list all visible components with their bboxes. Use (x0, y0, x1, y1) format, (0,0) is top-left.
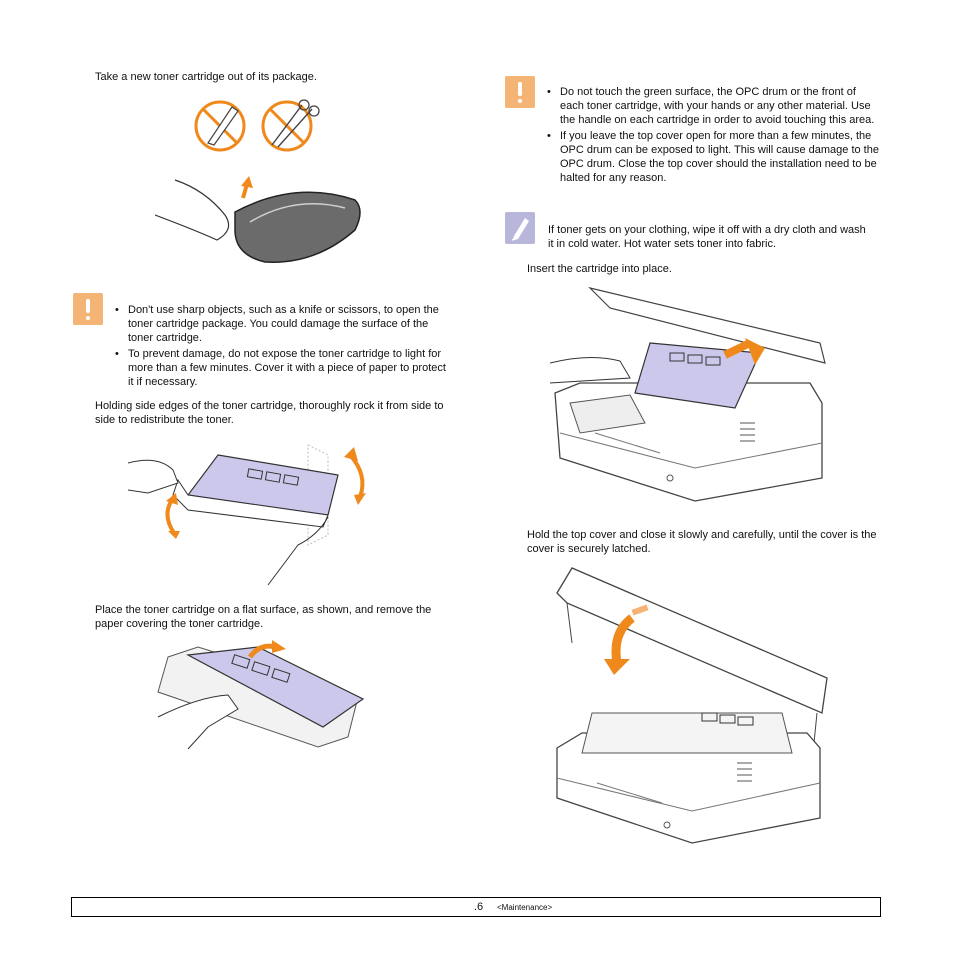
section-name: <Maintenance> (497, 903, 553, 912)
close-cover-illustration (556, 567, 828, 844)
caution-icon (73, 293, 103, 325)
insert-cartridge-illustration (550, 286, 826, 502)
step-flat-text: Place the toner cartridge on a flat surf… (95, 604, 432, 630)
step-insert-text: Insert the cartridge into place. (527, 263, 672, 275)
list-item: •Don't use sharp objects, such as a knif… (115, 304, 439, 344)
page-number: .6 (474, 901, 484, 913)
caution-list-left: •Don't use sharp objects, such as a knif… (115, 303, 447, 389)
step-close-text: Hold the top cover and close it slowly a… (527, 529, 877, 555)
step-unpack-text: Take a new toner cartridge out of its pa… (95, 71, 317, 83)
list-item: •To prevent damage, do not expose the to… (115, 348, 446, 388)
open-package-illustration (155, 176, 361, 263)
list-item: •Do not touch the green surface, the OPC… (547, 86, 875, 126)
note-text: If toner gets on your clothing, wipe it … (548, 224, 866, 250)
step-rock-text: Holding side edges of the toner cartridg… (95, 400, 444, 426)
no-sharp-tools-illustration (194, 99, 320, 152)
remove-paper-illustration (157, 640, 365, 750)
rock-cartridge-illustration (128, 444, 366, 586)
list-item: •If you leave the top cover open for mor… (547, 130, 879, 184)
page-footer: .6 <Maintenance> (71, 897, 881, 917)
caution-list-right: •Do not touch the green surface, the OPC… (547, 85, 879, 185)
note-pen-icon (505, 212, 535, 244)
caution-icon (505, 76, 535, 108)
